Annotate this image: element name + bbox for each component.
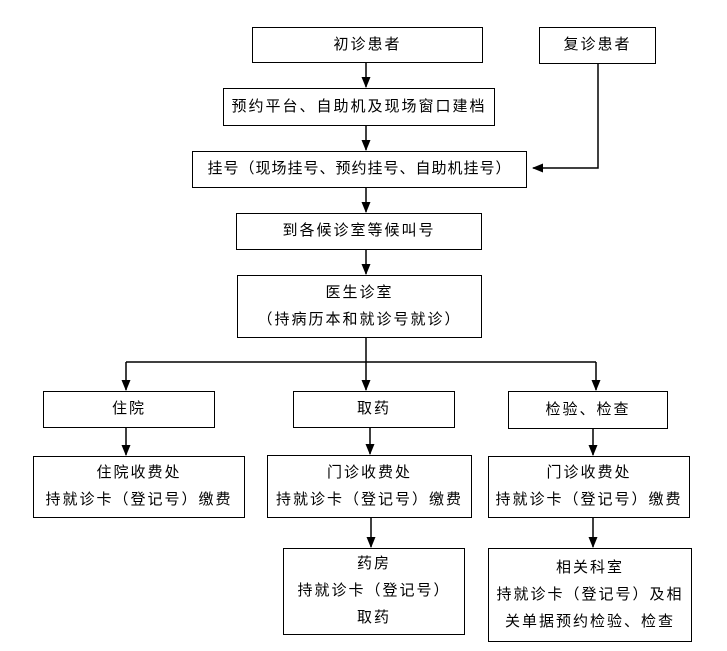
flow-node-related-department: 相关科室 持就诊卡（登记号）及相 关单据预约检验、检查: [488, 548, 692, 642]
node-label: 复诊患者: [563, 37, 632, 53]
flow-node-return-visit-patient: 复诊患者: [539, 27, 656, 64]
node-label: 持就诊卡（登记号）缴费: [495, 492, 683, 508]
node-label: 药房: [356, 556, 391, 572]
flow-node-waiting-room: 到各候诊室等候叫号: [236, 213, 482, 250]
node-label: 初诊患者: [333, 36, 402, 53]
flow-node-pharmacy: 药房 持就诊卡（登记号） 取药: [283, 548, 465, 635]
node-label: 关单据预约检验、检查: [504, 613, 675, 630]
node-label: 检验、检查: [545, 401, 631, 418]
arrow-returnvisit-to-registration: [532, 64, 599, 173]
flow-node-get-medicine: 取药: [293, 391, 455, 428]
flow-node-doctor-office: 医生诊室 （持病历本和就诊号就诊）: [237, 275, 482, 338]
node-label: 挂号（现场挂号、预约挂号、自助机挂号）: [207, 161, 512, 177]
node-label: （持病历本和就诊号就诊）: [257, 311, 462, 328]
flow-node-registration: 挂号（现场挂号、预约挂号、自助机挂号）: [192, 151, 527, 188]
flow-node-inspection-examination: 检验、检查: [508, 391, 668, 429]
node-label: 持就诊卡（登记号）缴费: [45, 492, 233, 508]
flow-node-first-visit-patient: 初诊患者: [252, 27, 483, 63]
node-label: 取药: [356, 610, 391, 626]
node-label: 持就诊卡（登记号）及相: [496, 586, 684, 603]
flow-node-hospitalization-fee: 住院收费处 持就诊卡（登记号）缴费: [33, 456, 245, 518]
node-label: 预约平台、自助机及现场窗口建档: [231, 98, 487, 115]
node-label: 门诊收费处: [326, 464, 412, 481]
node-label: 持就诊卡（登记号）缴费: [275, 491, 463, 508]
flow-node-outpatient-fee-right: 门诊收费处 持就诊卡（登记号）缴费: [488, 456, 690, 518]
node-label: 住院收费处: [96, 465, 182, 481]
flow-node-outpatient-fee-middle: 门诊收费处 持就诊卡（登记号）缴费: [267, 455, 472, 518]
node-label: 相关科室: [555, 559, 624, 576]
node-label: 取药: [356, 401, 391, 417]
node-label: 持就诊卡（登记号）: [297, 583, 451, 599]
node-label: 到各候诊室等候叫号: [282, 223, 436, 239]
node-label: 住院: [111, 401, 146, 417]
flow-node-archive-platform: 预约平台、自助机及现场窗口建档: [223, 88, 495, 126]
node-label: 门诊收费处: [546, 465, 632, 481]
flow-node-hospitalization: 住院: [43, 391, 215, 428]
node-label: 医生诊室: [325, 284, 394, 301]
